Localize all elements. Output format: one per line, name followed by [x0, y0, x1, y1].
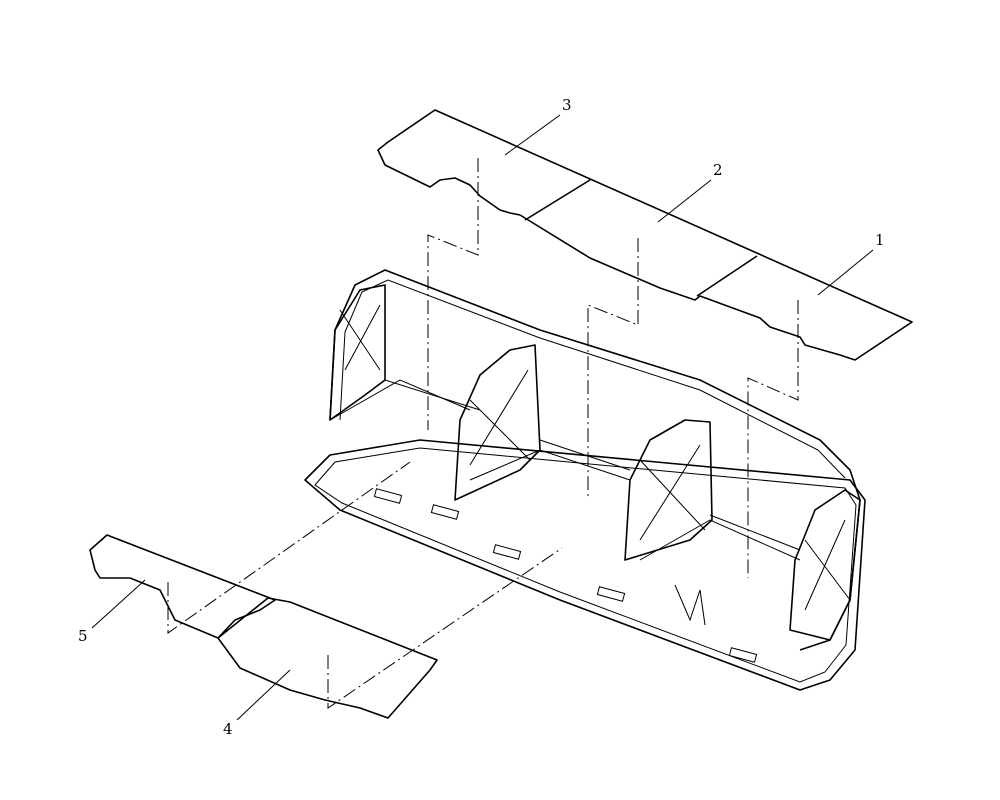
- callout-3: 3: [562, 96, 572, 114]
- left-x-panel: [329, 284, 386, 421]
- mat-seam-3-2: [524, 179, 591, 221]
- end-x-panel: [789, 489, 861, 641]
- leader-lines: [91, 114, 874, 721]
- callout-4: 4: [223, 720, 233, 738]
- lower-mat-assembly: [89, 534, 438, 719]
- center-x-panel: [454, 344, 541, 501]
- callout-5: 5: [78, 627, 88, 645]
- mat-seam-2-1: [696, 255, 758, 297]
- tray-base: [304, 439, 866, 691]
- seat-frame: [304, 269, 866, 691]
- callout-2: 2: [713, 161, 723, 179]
- mat-5-outline: [89, 534, 276, 639]
- callout-1: 1: [875, 231, 885, 249]
- backrest-outline: [329, 269, 861, 651]
- mat-4-outline: [217, 597, 438, 719]
- tray-slots: [373, 488, 758, 663]
- wire-harness: [674, 584, 706, 626]
- upper-mat-assembly: [377, 109, 913, 361]
- upper-mat-outline: [377, 109, 913, 361]
- right-x-panel: [624, 419, 713, 561]
- assembly-guide-lines: [167, 158, 799, 709]
